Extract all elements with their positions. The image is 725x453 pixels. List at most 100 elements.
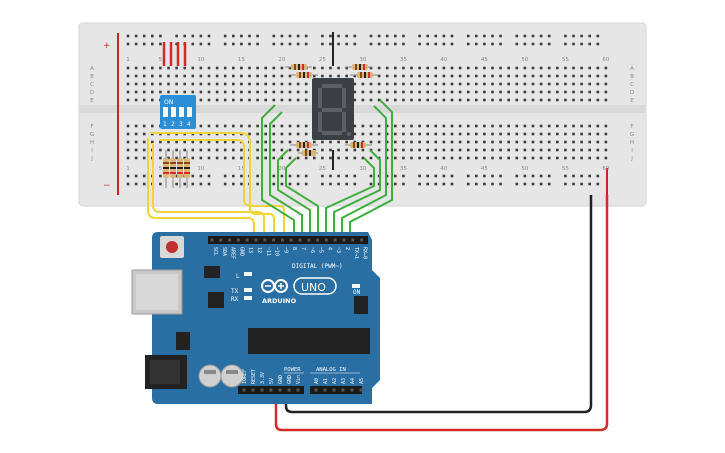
column-number: 45 xyxy=(481,166,488,172)
top-pin-label: 8 xyxy=(291,247,297,250)
column-number: 1 xyxy=(126,57,130,63)
led-rx xyxy=(244,296,252,300)
column-number: 60 xyxy=(602,57,609,63)
rail-plus-label: + xyxy=(103,41,111,51)
bottom-pin-label: A1 xyxy=(323,378,329,384)
analog-header xyxy=(310,386,362,394)
uno-badge xyxy=(293,277,337,295)
bottom-pin-label: A0 xyxy=(314,378,320,384)
column-number: 45 xyxy=(481,57,488,63)
red-power-wire xyxy=(274,195,609,432)
column-number: 55 xyxy=(562,57,569,63)
dip-pos-3: 3 xyxy=(179,121,183,128)
column-number: 40 xyxy=(440,166,447,172)
row-letter: E xyxy=(90,98,94,104)
dip-toggle-1[interactable] xyxy=(163,107,168,117)
top-pin-label: 4 xyxy=(326,247,332,250)
column-number: 20 xyxy=(278,57,285,63)
power-label: POWER xyxy=(284,367,301,373)
row-letter: B xyxy=(630,74,634,80)
resistor-pd-1 xyxy=(163,150,169,188)
led-on xyxy=(352,284,360,288)
rail-jumpers[interactable] xyxy=(162,42,187,66)
segment-f xyxy=(318,88,322,108)
resistor-seg-7 xyxy=(298,150,318,156)
bottom-pin-label: GND xyxy=(287,375,293,384)
led-on-label: ON xyxy=(353,289,361,296)
row-letter: I xyxy=(631,148,633,154)
board-model: UNO xyxy=(301,281,326,294)
led-tx xyxy=(244,288,252,292)
top-pin-label: SCL xyxy=(212,247,218,256)
analog-label: ANALOG IN xyxy=(316,367,346,373)
dip-toggle-2[interactable] xyxy=(171,107,176,117)
column-number: 30 xyxy=(359,57,366,63)
row-letter: G xyxy=(630,132,634,138)
usb-chip xyxy=(208,292,224,308)
dip-pos-1: 1 xyxy=(163,121,167,128)
column-number: 10 xyxy=(197,57,204,63)
row-letter: H xyxy=(630,140,634,146)
row-letter: C xyxy=(90,82,94,88)
row-letter: A xyxy=(630,66,634,72)
bottom-pin-label: Vin xyxy=(296,375,302,384)
column-number: 40 xyxy=(440,57,447,63)
resistor-seg-6 xyxy=(345,142,372,148)
top-pin-label: 12 xyxy=(256,247,262,253)
resistor-seg-1 xyxy=(285,64,312,70)
pulldown-resistors[interactable] xyxy=(163,150,190,188)
column-number: 15 xyxy=(238,57,245,63)
column-number: 15 xyxy=(238,166,245,172)
top-pin-label: ~11 xyxy=(265,247,271,256)
top-pin-label: TX→1 xyxy=(353,247,359,259)
column-number: 25 xyxy=(319,166,326,172)
digital-header xyxy=(208,236,368,244)
column-number: 55 xyxy=(562,166,569,172)
top-pin-label: ~5 xyxy=(318,247,324,253)
column-number: 50 xyxy=(521,57,528,63)
power-wires[interactable] xyxy=(274,195,609,432)
column-number: 60 xyxy=(602,166,609,172)
column-number: 5 xyxy=(159,57,163,63)
row-letter: A xyxy=(90,66,94,72)
segment-d xyxy=(322,131,342,135)
column-number: 35 xyxy=(400,166,407,172)
row-letter: J xyxy=(90,156,93,162)
icsp-header-small xyxy=(204,266,220,278)
top-pin-label: SDA xyxy=(221,247,227,256)
seven-segment-display[interactable]: 8 xyxy=(312,78,354,201)
segment-g xyxy=(322,108,342,112)
black-ground-wire xyxy=(284,195,593,414)
top-pin-label: RX←0 xyxy=(362,247,368,259)
yellow-wires[interactable] xyxy=(147,132,285,240)
dip-toggle-3[interactable] xyxy=(179,107,184,117)
row-letter: F xyxy=(90,124,93,130)
bottom-pin-label: A3 xyxy=(341,378,347,384)
resistor-seg-2 xyxy=(290,72,318,78)
top-pin-label: ~10 xyxy=(274,247,280,256)
segment-dp xyxy=(347,132,351,136)
column-number: 35 xyxy=(400,57,407,63)
row-letter: J xyxy=(630,156,633,162)
green-wires[interactable] xyxy=(261,99,393,240)
top-pin-label: ~3 xyxy=(335,247,341,253)
digital-header-label: DIGITAL (PWM~) xyxy=(292,263,343,270)
bottom-pin-label: A4 xyxy=(350,378,356,384)
row-letter: H xyxy=(90,140,94,146)
segment-resistors[interactable] xyxy=(285,64,378,156)
icsp-header xyxy=(354,296,368,314)
dip-switch[interactable]: ON 1 2 3 4 xyxy=(160,95,196,129)
atmega-chip xyxy=(248,328,370,354)
bottom-pin-label: 3.3V xyxy=(260,372,266,384)
dip-toggle-4[interactable] xyxy=(187,107,192,117)
segment-c xyxy=(342,112,346,132)
dip-pos-2: 2 xyxy=(171,121,175,128)
row-letter: G xyxy=(90,132,94,138)
bottom-pin-label: IOREF xyxy=(242,369,248,384)
